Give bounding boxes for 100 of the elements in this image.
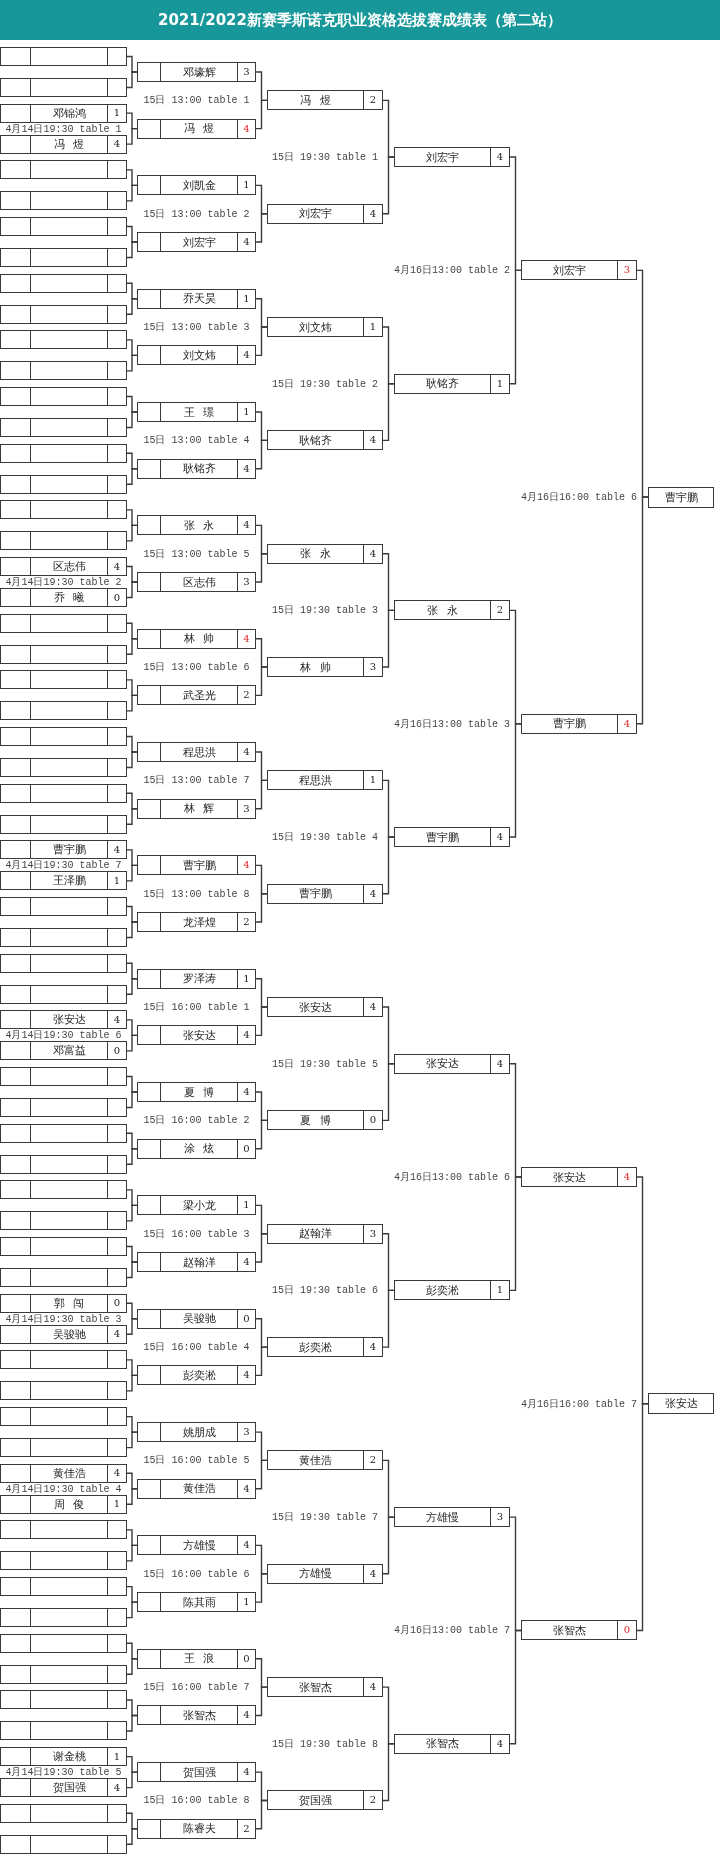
match-schedule: 15日 19:30 table 1: [272, 151, 378, 163]
score: 4: [369, 207, 377, 220]
bracket-slot: [0, 897, 127, 917]
bracket-slot: [137, 798, 256, 819]
score: 4: [243, 632, 250, 645]
bracket-slot: [0, 1834, 127, 1854]
bracket-slot: [267, 770, 383, 791]
bracket-line: [255, 779, 268, 810]
match-schedule: 15日 13:00 table 5: [143, 548, 250, 560]
bracket-slot: [137, 1025, 256, 1046]
player-name: 黄佳浩: [52, 1466, 86, 1480]
bracket-slot: [137, 1422, 256, 1443]
bracket-line: [126, 468, 138, 485]
bracket-slot: [0, 1067, 127, 1087]
bracket-slot: [267, 317, 383, 337]
bracket-slot: [0, 217, 127, 236]
match-schedule: 4月16日13:00 table 7: [394, 1624, 510, 1636]
player-name: 张智杰: [182, 1708, 216, 1722]
score: 4: [243, 122, 250, 135]
player-name: 陈睿夫: [182, 1822, 216, 1836]
bracket-slot: [521, 713, 637, 734]
score: 3: [496, 1511, 504, 1524]
score: 4: [243, 1482, 250, 1495]
player-name: 曹宇鹏: [664, 490, 698, 504]
bracket-slot: [137, 742, 256, 763]
player-name: 吴骏驰: [182, 1312, 216, 1326]
player-name: 张 永: [300, 547, 331, 561]
score: 3: [243, 576, 250, 588]
player-name: 陈其雨: [182, 1595, 216, 1609]
bracket-slot: [0, 840, 127, 860]
player-name: 刘宏宇: [182, 235, 216, 249]
score: 4: [243, 1086, 250, 1099]
title: 2021/2022新赛季斯诺克职业资格选拔赛成绩表（第二站）: [158, 11, 562, 29]
bracket-slot: [0, 78, 127, 97]
bracket-slot: [0, 1577, 127, 1597]
bracket-line: [126, 354, 138, 372]
score: 4: [113, 1781, 121, 1794]
bracket-slot: [0, 134, 127, 154]
match-schedule: 15日 19:30 table 2: [272, 378, 378, 390]
bracket-slot: [0, 1350, 127, 1370]
score: 4: [623, 1171, 631, 1184]
player-name: 张安达: [182, 1028, 216, 1042]
player-name: 张安达: [553, 1170, 586, 1184]
bracket-slot: [394, 600, 510, 621]
bracket-slot: [394, 1733, 510, 1754]
player-name: 刘文炜: [182, 348, 216, 362]
score: 3: [243, 802, 250, 815]
score: 4: [243, 1709, 250, 1722]
score: 2: [369, 1454, 377, 1467]
bracket-slot: [137, 1308, 256, 1329]
score: 4: [243, 1029, 250, 1042]
score: 1: [243, 179, 250, 192]
bracket-slot: [0, 1237, 127, 1257]
bracket-slot: [394, 373, 510, 394]
player-name: 张安达: [664, 1397, 698, 1411]
bracket-line: [126, 581, 138, 599]
score: 4: [113, 560, 121, 573]
bracket-slot: [0, 613, 127, 633]
score: 3: [243, 1426, 250, 1439]
bracket-slot: [0, 418, 127, 437]
player-name: 贺国强: [52, 1781, 86, 1795]
match-schedule: 4月14日19:30 table 2: [5, 576, 122, 588]
bracket-slot: [0, 1803, 127, 1823]
score: 4: [496, 151, 504, 163]
score: 4: [113, 1467, 121, 1480]
player-name: 张智杰: [426, 1737, 459, 1751]
bracket-slot: [0, 670, 127, 690]
bracket-slot: [0, 1154, 127, 1174]
bracket-slot: [137, 572, 256, 592]
bracket-slot: [0, 160, 127, 180]
score: 0: [369, 1114, 377, 1127]
player-name: 耿铭齐: [299, 433, 332, 447]
score: 4: [369, 1001, 377, 1014]
bracket-line: [255, 99, 268, 130]
score: 4: [369, 547, 377, 560]
match-schedule: 15日 19:30 table 7: [272, 1511, 378, 1523]
bracket-line: [126, 241, 138, 259]
bracket-line: [126, 1318, 138, 1335]
match-schedule: 15日 19:30 table 6: [272, 1284, 378, 1296]
player-name: 张安达: [426, 1057, 459, 1071]
score: 2: [243, 1822, 250, 1835]
player-name: 方雄慢: [182, 1538, 216, 1552]
bracket-line: [126, 1544, 138, 1562]
bracket-slot: [137, 1648, 256, 1669]
bracket-slot: [137, 628, 256, 649]
bracket-line: [126, 1374, 138, 1392]
bracket-line: [126, 1658, 138, 1675]
player-name: 张智杰: [553, 1623, 586, 1637]
bracket-slot: [0, 248, 127, 267]
bracket-line: [126, 1091, 138, 1109]
bracket-slot: [0, 1747, 127, 1767]
bracket-slot: [267, 543, 383, 564]
player-name: 彭奕淞: [182, 1368, 216, 1382]
bracket-slot: [0, 1721, 127, 1741]
score: 4: [496, 831, 504, 844]
player-name: 刘宏宇: [426, 150, 459, 164]
bracket-slot: [137, 288, 256, 309]
bracket-slot: [137, 912, 256, 933]
bracket-line: [382, 156, 395, 215]
score: 4: [369, 1567, 377, 1580]
